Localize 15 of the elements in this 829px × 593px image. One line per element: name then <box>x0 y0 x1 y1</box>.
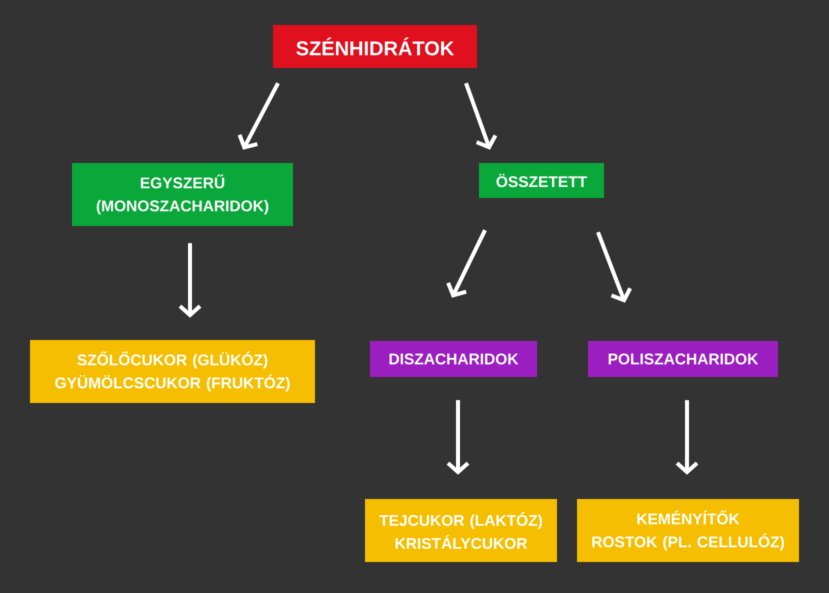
example-box: SZŐLŐCUKOR (GLÜKÓZ) GYÜMÖLCSCUKOR (FRUKTÓZ) <box>30 340 315 403</box>
category-box: DISZACHARIDOK <box>370 340 537 377</box>
arrow <box>676 400 698 475</box>
arrow <box>596 231 632 303</box>
category-box: POLISZACHARIDOK <box>588 340 778 377</box>
category-box: ÖSSZETETT <box>479 163 604 198</box>
arrow <box>446 229 487 298</box>
title-box: SZÉNHIDRÁTOK <box>273 24 477 68</box>
arrow <box>464 82 498 150</box>
category-box: EGYSZERŰ (MONOSZACHARIDOK) <box>72 163 293 226</box>
arrow <box>178 243 202 318</box>
arrow <box>238 82 280 150</box>
example-box: TEJCUKOR (LAKTÓZ) KRISTÁLYCUKOR <box>365 498 557 562</box>
example-box: KEMÉNYÍTŐK ROSTOK (PL. CELLULÓZ) <box>577 498 799 562</box>
arrow <box>446 400 470 475</box>
